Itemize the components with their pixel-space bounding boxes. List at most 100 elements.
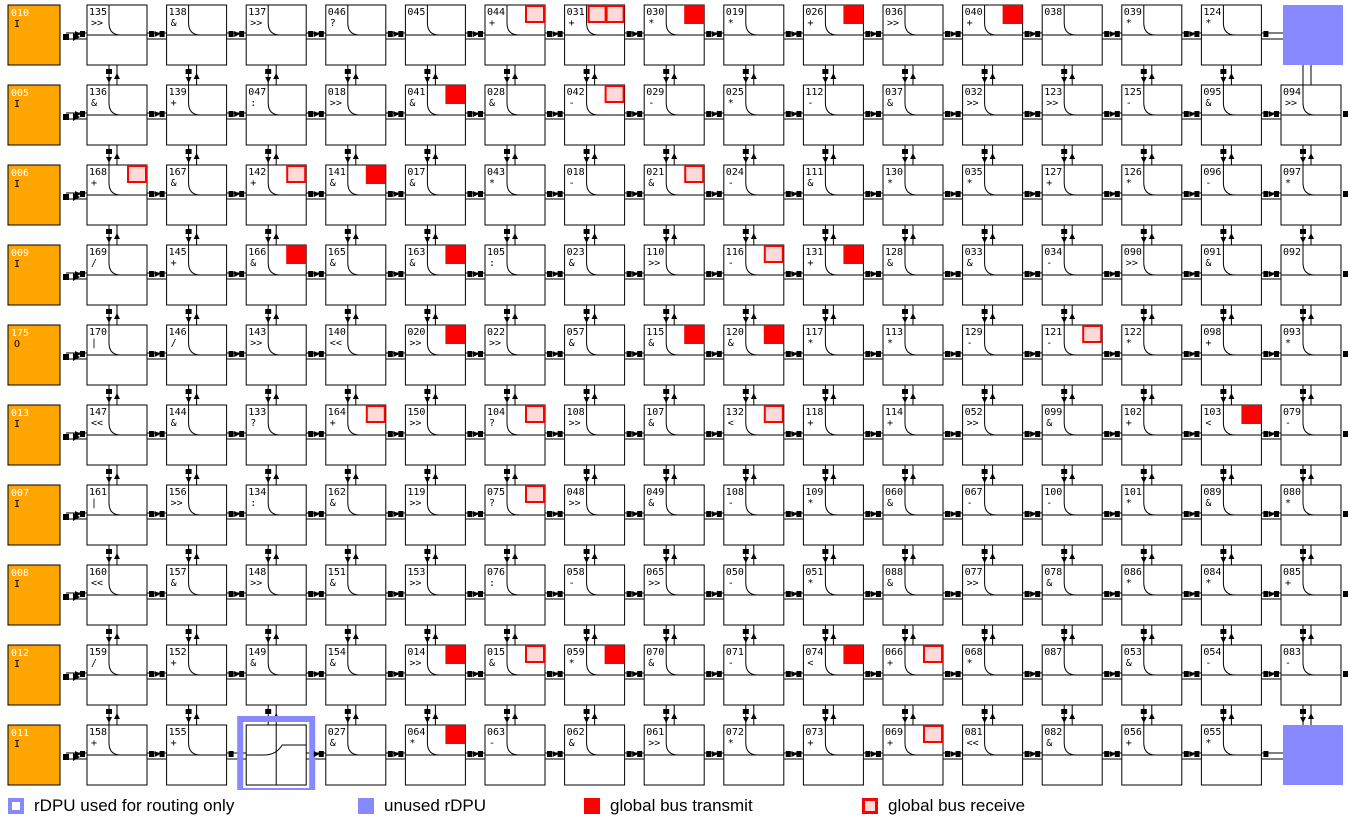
arrow-up xyxy=(910,713,916,719)
port-connector xyxy=(106,69,112,74)
arrow-up xyxy=(1308,633,1314,639)
port-connector xyxy=(706,351,711,357)
arrow-up xyxy=(273,153,279,159)
port-connector xyxy=(1025,351,1030,357)
port-connector xyxy=(265,629,271,634)
port-connector xyxy=(902,469,908,474)
rdpu-id: 128 xyxy=(885,247,903,258)
arrow-up xyxy=(194,153,200,159)
rdpu-id: 045 xyxy=(407,7,425,18)
rdpu-id: 028 xyxy=(487,87,505,98)
arrow-down xyxy=(265,477,271,483)
port-connector xyxy=(63,754,69,760)
rdpu-operator: * xyxy=(489,178,495,189)
arrow-up xyxy=(432,393,438,399)
port-connector xyxy=(786,351,791,357)
rdpu-operator: * xyxy=(569,658,575,669)
rdpu-id: 149 xyxy=(248,647,266,658)
port-connector xyxy=(822,469,828,474)
arrow-down xyxy=(424,237,430,243)
arrow-down xyxy=(822,317,828,323)
arrow-down xyxy=(822,237,828,243)
global-bus-transmit xyxy=(1241,405,1261,424)
legend-route-only: rDPU used for routing only xyxy=(8,796,234,816)
arrow-up xyxy=(194,633,200,639)
arrow-up xyxy=(1228,633,1234,639)
arrow-down xyxy=(186,637,192,643)
arrow-down xyxy=(265,77,271,83)
rdpu-operator: < xyxy=(728,418,734,429)
port-connector xyxy=(902,149,908,154)
arrow-up xyxy=(751,313,757,319)
arrow-up xyxy=(194,393,200,399)
arrow-up xyxy=(194,553,200,559)
port-connector xyxy=(186,469,192,474)
rdpu-id: 072 xyxy=(726,727,744,738)
global-bus-receive xyxy=(765,406,783,422)
arrow-up xyxy=(830,473,836,479)
arrow-up xyxy=(512,393,518,399)
arrow-up xyxy=(592,313,598,319)
arrow-down xyxy=(584,637,590,643)
arrow-down xyxy=(743,317,749,323)
rdpu-id: 015 xyxy=(487,647,505,658)
rdpu-id: 086 xyxy=(1124,567,1142,578)
rdpu-operator: & xyxy=(648,658,654,669)
global-bus-transmit xyxy=(445,645,465,664)
arrow-up xyxy=(1069,313,1075,319)
rdpu-id: 107 xyxy=(646,407,664,418)
arrow-down xyxy=(1141,77,1147,83)
io-port-id: 009 xyxy=(11,248,29,259)
port-connector xyxy=(149,31,154,37)
port-connector xyxy=(1104,511,1109,517)
port-connector xyxy=(547,511,552,517)
arrow-down xyxy=(1300,637,1306,643)
port-connector xyxy=(1220,469,1226,474)
port-connector xyxy=(424,469,430,474)
port-connector xyxy=(945,31,950,37)
port-connector xyxy=(706,271,711,277)
rdpu-id: 160 xyxy=(89,567,107,578)
port-connector xyxy=(1263,431,1268,437)
port-connector xyxy=(822,229,828,234)
rdpu-id: 134 xyxy=(248,487,266,498)
io-port-direction: I xyxy=(14,739,20,750)
port-connector xyxy=(902,709,908,714)
arrow-down xyxy=(822,77,828,83)
arrow-down xyxy=(1300,397,1306,403)
rdpu-operator: & xyxy=(330,258,336,269)
rdpu-id: 158 xyxy=(89,727,107,738)
arrow-up xyxy=(353,153,359,159)
port-connector xyxy=(1343,111,1348,117)
arrow-up xyxy=(512,553,518,559)
arrow-down xyxy=(982,397,988,403)
port-connector xyxy=(1025,591,1030,597)
arrow-up xyxy=(432,153,438,159)
port-connector xyxy=(388,111,393,117)
arrow-down xyxy=(106,397,112,403)
rdpu-id: 139 xyxy=(169,87,187,98)
arrow-down xyxy=(424,717,430,723)
port-connector xyxy=(1104,191,1109,197)
global-bus-receive xyxy=(526,486,544,502)
arrow-up xyxy=(1069,233,1075,239)
io-port-direction: I xyxy=(14,259,20,270)
rdpu-operator: & xyxy=(807,178,813,189)
port-connector xyxy=(229,351,234,357)
port-connector xyxy=(706,191,711,197)
rdpu-operator: & xyxy=(569,258,575,269)
rdpu-id: 089 xyxy=(1203,487,1221,498)
arrow-up xyxy=(671,553,677,559)
arrow-up xyxy=(114,473,120,479)
rdpu-operator: + xyxy=(91,738,97,749)
port-connector xyxy=(1263,31,1268,37)
port-connector xyxy=(504,229,510,234)
arrow-down xyxy=(424,637,430,643)
port-connector xyxy=(584,629,590,634)
port-connector xyxy=(467,271,472,277)
port-connector xyxy=(982,389,988,394)
port-connector xyxy=(388,671,393,677)
global-bus-transmit xyxy=(445,325,465,344)
arrow-down xyxy=(265,237,271,243)
port-connector xyxy=(547,111,552,117)
